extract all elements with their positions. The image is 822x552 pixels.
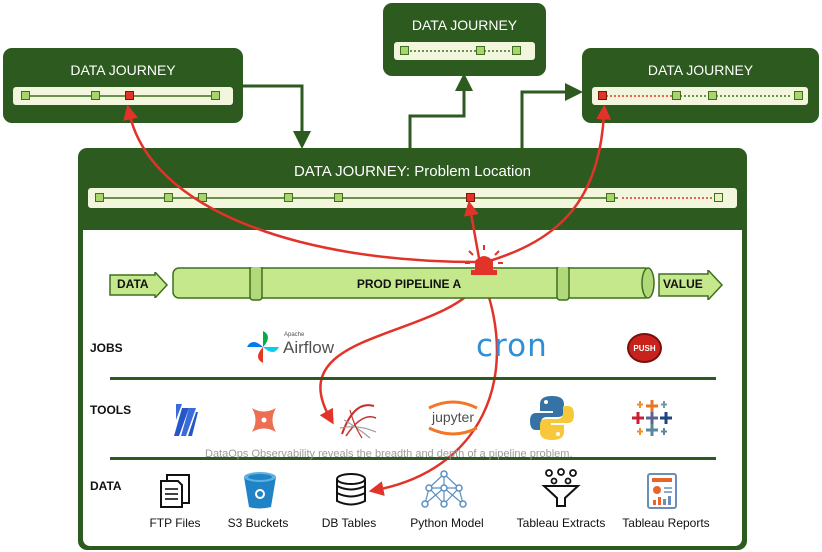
journey-node-error: [466, 193, 475, 202]
network-icon: [421, 470, 467, 508]
data-item-label: Tableau Extracts: [516, 516, 606, 530]
airflow-pinwheel-icon: [247, 331, 279, 363]
connector-arrow-main-to-top: [408, 73, 473, 148]
connector-arrow-left-to-main: [243, 84, 311, 149]
jupyter-orbit-icon: [428, 400, 478, 436]
journey-box-top: DATA JOURNEY: [383, 3, 546, 76]
funnel-icon: [541, 468, 581, 507]
journey-node: [606, 193, 615, 202]
python-logo-icon: [530, 396, 574, 440]
alarm-light-icon: [465, 245, 503, 275]
journey-node-error: [598, 91, 607, 100]
pipeline-name: PROD PIPELINE A: [356, 277, 462, 291]
value-output-label: VALUE: [663, 277, 703, 291]
journey-title: DATA JOURNEY: [70, 62, 176, 78]
journey-title: DATA JOURNEY: [647, 62, 754, 78]
main-journey-line: [100, 197, 718, 199]
journey-track: [592, 87, 808, 105]
jupyter-label: jupyter: [431, 409, 475, 425]
push-logo-label: PUSH: [633, 343, 656, 353]
data-item-label: FTP Files: [149, 516, 201, 530]
figure-caption: DataOps Observability reveals the breadt…: [205, 448, 573, 460]
journey-track: [13, 87, 233, 105]
journey-node: [164, 193, 173, 202]
pipeline-tube: [172, 267, 655, 301]
journey-node: [708, 91, 717, 100]
journey-track: [394, 42, 535, 60]
data-item-label: S3 Buckets: [227, 516, 289, 530]
data-input-label: DATA: [117, 277, 149, 291]
row-separator: [110, 457, 716, 460]
push-logo-icon: PUSH: [627, 333, 662, 363]
main-journey-track: [88, 188, 737, 208]
journey-box-left: DATA JOURNEY: [3, 48, 243, 123]
connector-arrow-main-to-right: [520, 83, 583, 148]
journey-node: [334, 193, 343, 202]
main-title: DATA JOURNEY: Problem Location: [293, 163, 532, 180]
row-separator: [110, 377, 716, 380]
journey-line: [25, 95, 213, 97]
journey-node: [91, 91, 100, 100]
bucket-icon: [244, 472, 276, 509]
sql-server-tool-icon: [339, 404, 377, 439]
row-label-jobs: JOBS: [90, 341, 123, 355]
journey-node: [198, 193, 207, 202]
row-label-data: DATA: [90, 479, 122, 493]
document-icon: [160, 474, 190, 508]
value-output-arrow: [658, 270, 724, 300]
airflow-label: Airflow: [283, 338, 335, 357]
tableau-logo-icon: [632, 400, 672, 436]
journey-node: [476, 46, 485, 55]
journey-node: [21, 91, 30, 100]
dbt-tool-icon: [252, 408, 276, 432]
journey-node: [794, 91, 803, 100]
journey-title: DATA JOURNEY: [411, 17, 518, 33]
journey-line: [606, 95, 792, 97]
row-label-tools: TOOLS: [90, 403, 132, 417]
journey-node: [672, 91, 681, 100]
jupyter-logo: jupyter: [421, 398, 485, 438]
journey-node: [400, 46, 409, 55]
journey-box-right: DATA JOURNEY: [582, 48, 819, 123]
data-item-label: Tableau Reports: [622, 516, 710, 530]
journey-node: [211, 91, 220, 100]
journey-node: [714, 193, 723, 202]
cron-logo-label: cron: [476, 328, 548, 364]
journey-node: [284, 193, 293, 202]
database-icon: [336, 473, 366, 506]
report-icon: [647, 473, 677, 509]
journey-node: [512, 46, 521, 55]
journey-line: [406, 50, 514, 52]
airflow-small-label: Apache: [284, 332, 305, 338]
data-item-label: Python Model: [410, 516, 484, 530]
journey-node-error: [125, 91, 134, 100]
stitch-tool-icon: [174, 404, 198, 436]
journey-node: [95, 193, 104, 202]
data-item-label: DB Tables: [321, 516, 377, 530]
data-input-arrow: [109, 272, 169, 298]
